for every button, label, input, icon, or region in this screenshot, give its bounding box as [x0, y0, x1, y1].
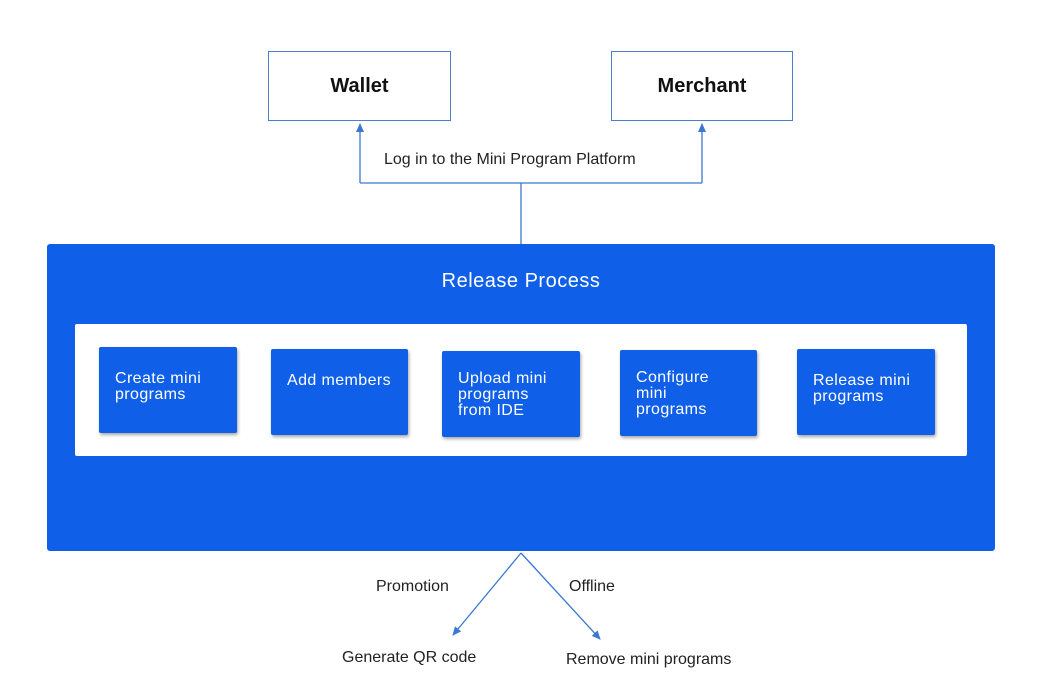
wallet-node: Wallet [268, 51, 451, 121]
step-add-members: Add members [271, 349, 408, 435]
step-create-mini-programs: Create mini programs [99, 347, 237, 433]
generate-qr-code-outcome: Generate QR code [342, 649, 477, 666]
login-edge-label: Log in to the Mini Program Platform [384, 151, 636, 168]
arrow-to-remove [520, 552, 601, 640]
merchant-node: Merchant [611, 51, 793, 121]
arrow-to-qr [452, 552, 522, 636]
step-release-mini-programs: Release mini programs [797, 349, 935, 435]
promotion-edge-label: Promotion [376, 578, 449, 595]
release-steps-strip: Create mini programs Add members Upload … [75, 324, 967, 456]
merchant-label: Merchant [657, 74, 747, 97]
release-process-panel: Release Process Create mini programs Add… [47, 244, 995, 551]
offline-edge-label: Offline [569, 578, 615, 595]
remove-mini-programs-outcome: Remove mini programs [566, 651, 732, 668]
step-upload-from-ide: Upload mini programs from IDE [442, 351, 580, 437]
wallet-label: Wallet [330, 74, 389, 97]
release-process-title: Release Process [441, 270, 601, 292]
step-configure-mini-programs: Configure mini programs [620, 350, 757, 436]
